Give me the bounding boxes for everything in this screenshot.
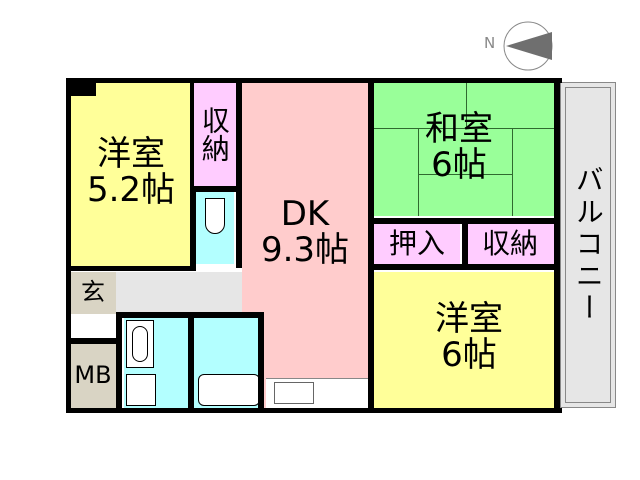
wall-room1-bottom	[66, 266, 196, 271]
wall-toilet-left	[190, 186, 196, 268]
tatami-line	[374, 128, 554, 129]
oshiire-label: 押入	[388, 227, 445, 261]
wall-wet-top	[116, 312, 262, 318]
meter-box-label: MB	[74, 361, 112, 390]
tatami-line	[512, 128, 513, 216]
japanese-room	[374, 82, 554, 216]
washing-machine-space	[126, 374, 156, 406]
balcony-area	[560, 82, 616, 408]
washbasin-bowl	[132, 326, 148, 362]
wall-dk-right	[368, 78, 374, 412]
wall-wash-left	[116, 312, 122, 412]
western-room-1-label: 洋室 5.2帖	[86, 134, 176, 210]
balcony-label: バルコニー	[571, 165, 605, 325]
wall-dk-left	[236, 78, 242, 268]
western-room-1	[70, 82, 192, 268]
wall-toilet-top	[190, 186, 240, 192]
meter-box	[70, 344, 116, 408]
western-room-2-label: 洋室 6帖	[435, 299, 503, 375]
wall-left	[66, 78, 71, 412]
entrance-label: 玄	[81, 278, 105, 307]
floor-plan: 洋室 5.2帖 収納 DK 9.3帖 和室 6帖 押入 収納 洋室 6帖	[66, 78, 562, 412]
wall-japanese-bottom	[368, 218, 560, 224]
entrance	[70, 272, 116, 314]
compass-arrow-icon	[503, 21, 553, 71]
wall-bath-left	[188, 318, 194, 412]
wall-top	[66, 78, 562, 83]
wall-bottom	[66, 408, 562, 413]
compass: N	[482, 20, 572, 72]
tatami-line	[418, 128, 419, 216]
wall-wet-right	[258, 312, 264, 412]
wall-oshiire-right	[462, 222, 468, 268]
balcony-rail	[565, 87, 611, 403]
closet-1-label: 収納	[197, 106, 231, 162]
compass-north-label: N	[484, 34, 496, 52]
tatami-line	[466, 82, 467, 128]
tatami-line	[418, 174, 512, 175]
wall-closet1-right	[190, 78, 194, 190]
shoe-cabinet	[70, 318, 116, 338]
oshiire	[374, 222, 460, 266]
closet-2	[466, 222, 554, 266]
sink-icon	[274, 382, 314, 404]
toilet-icon	[205, 198, 225, 234]
hallway	[116, 272, 242, 314]
wall-mb-top	[66, 338, 122, 344]
bathtub-icon	[198, 374, 260, 406]
closet-2-label: 収納	[481, 227, 538, 261]
closet-1	[192, 82, 236, 186]
dk-label: DK 9.3帖	[260, 194, 350, 270]
western-room-2	[374, 272, 554, 408]
japanese-room-label: 和室 6帖	[425, 109, 493, 185]
wall-right	[554, 78, 560, 412]
